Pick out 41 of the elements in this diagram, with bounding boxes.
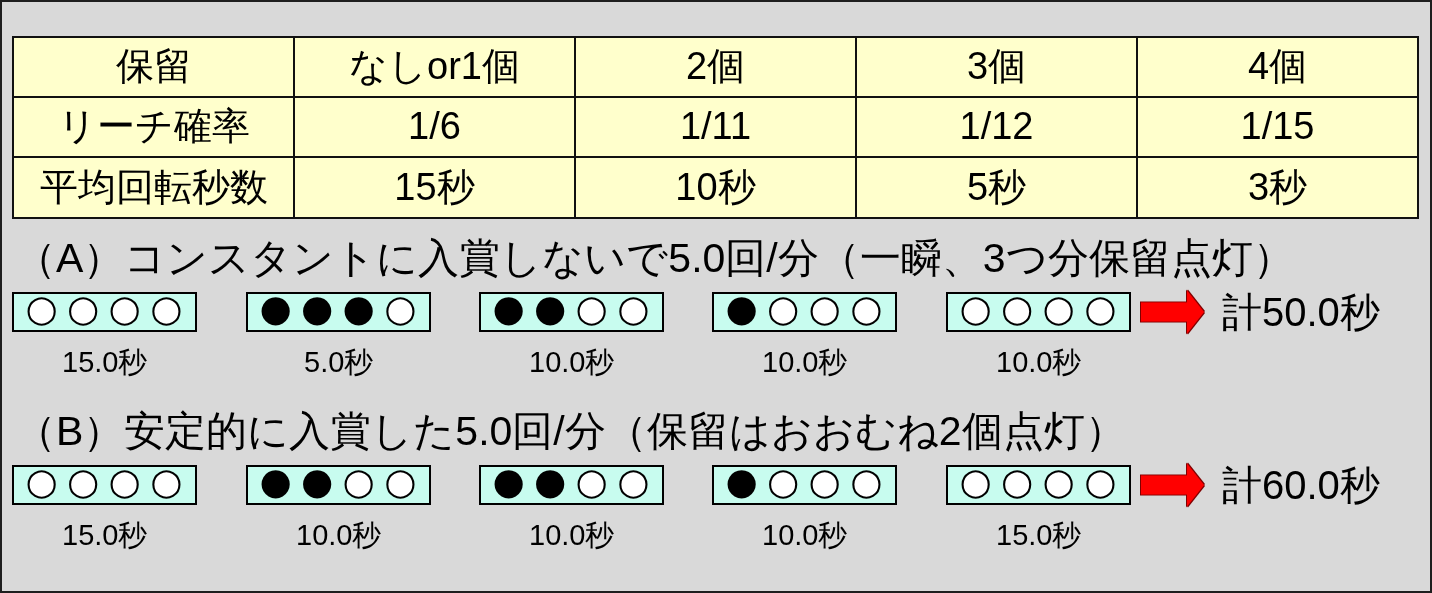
table-cell: 平均回転秒数 xyxy=(13,157,294,218)
lamp-box: ●●○○ xyxy=(479,292,664,332)
table-cell: 1/12 xyxy=(856,97,1137,157)
lamp-box: ○○○○ xyxy=(946,292,1131,332)
table-cell: 10秒 xyxy=(575,157,856,218)
table-cell: 3秒 xyxy=(1137,157,1418,218)
time-label: 5.0秒 xyxy=(304,344,374,380)
lamp-box: ○○○○ xyxy=(946,465,1131,505)
table-cell: 5秒 xyxy=(856,157,1137,218)
table-cell: 4個 xyxy=(1137,37,1418,97)
table-cell: リーチ確率 xyxy=(13,97,294,157)
heading: （A）コンスタントに入賞しないで5.0回/分（一瞬、3つ分保留点灯） xyxy=(15,234,1294,284)
total-time-text: 計50.0秒 xyxy=(1222,288,1380,336)
table-cell: なしor1個 xyxy=(294,37,575,97)
time-label: 15.0秒 xyxy=(996,517,1082,553)
lamp-box: ●●●○ xyxy=(246,292,431,332)
time-label: 10.0秒 xyxy=(996,344,1082,380)
time-label: 10.0秒 xyxy=(762,344,848,380)
time-label: 10.0秒 xyxy=(296,517,382,553)
table-cell: 1/6 xyxy=(294,97,575,157)
lamp-box: ○○○○ xyxy=(12,292,197,332)
total-time-text: 計60.0秒 xyxy=(1222,461,1380,509)
arrow xyxy=(1141,290,1204,334)
table-cell: 1/15 xyxy=(1137,97,1418,157)
table-cell: 3個 xyxy=(856,37,1137,97)
time-label: 10.0秒 xyxy=(762,517,848,553)
time-label: 10.0秒 xyxy=(529,517,615,553)
table-cell: 15秒 xyxy=(294,157,575,218)
table-cell: 1/11 xyxy=(575,97,856,157)
lamp-box: ●○○○ xyxy=(712,292,897,332)
lamp-box: ●○○○ xyxy=(712,465,897,505)
table-cell: 保留 xyxy=(13,37,294,97)
lamp-box: ○○○○ xyxy=(12,465,197,505)
lamp-box: ●●○○ xyxy=(479,465,664,505)
time-label: 15.0秒 xyxy=(62,344,148,380)
lamp-box: ●●○○ xyxy=(246,465,431,505)
time-label: 15.0秒 xyxy=(62,517,148,553)
table-cell: 2個 xyxy=(575,37,856,97)
arrow xyxy=(1141,463,1204,507)
time-label: 10.0秒 xyxy=(529,344,615,380)
heading: （B）安定的に入賞した5.0回/分（保留はおおむね2個点灯） xyxy=(15,407,1126,457)
